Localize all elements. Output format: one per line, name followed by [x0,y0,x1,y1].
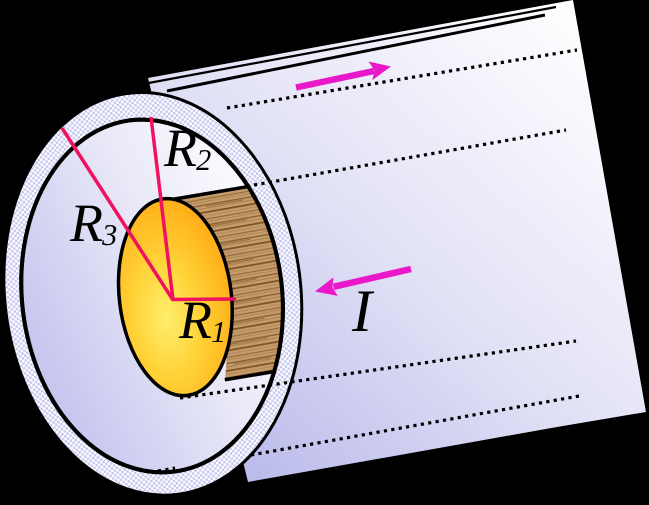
hidden-edge-dotted-shell-bottom-start [157,466,176,473]
inner-conductor-bottom-edge [224,370,274,382]
cable-top-edge-thin-line [137,5,557,87]
label-r1-sub: 1 [211,315,227,350]
label-r1-base: R [179,290,212,350]
label-r2-base: R [164,118,197,178]
hidden-edge-dotted-shell-bottom [250,394,580,457]
current-arrow-front [315,265,412,296]
label-current: I [352,281,372,341]
label-r3: R3 [70,196,117,250]
radius-line-r3 [60,127,175,301]
cable-front-face [2,91,304,497]
label-r2: R2 [164,121,211,175]
current-arrow-front-shaft [332,265,412,290]
current-arrow-front-head [315,277,338,296]
label-r3-sub: 3 [102,218,118,253]
radius-line-r1 [171,297,237,302]
current-arrow-top [295,61,391,91]
label-r2-sub: 2 [196,143,212,178]
inner-conductor-top-edge [163,184,251,203]
label-r3-base: R [70,193,103,253]
label-r1: R1 [179,293,226,347]
cable-top-edge-line [166,13,546,93]
current-arrow-top-shaft [295,67,375,91]
hidden-edge-dotted-core-top [253,128,567,187]
hidden-edge-dotted-shell-top [226,48,578,110]
label-current-symbol: I [352,278,372,344]
current-arrow-top-head [368,61,391,81]
radius-line-r2 [149,116,175,301]
shell-inner-boundary-outline [19,117,285,475]
